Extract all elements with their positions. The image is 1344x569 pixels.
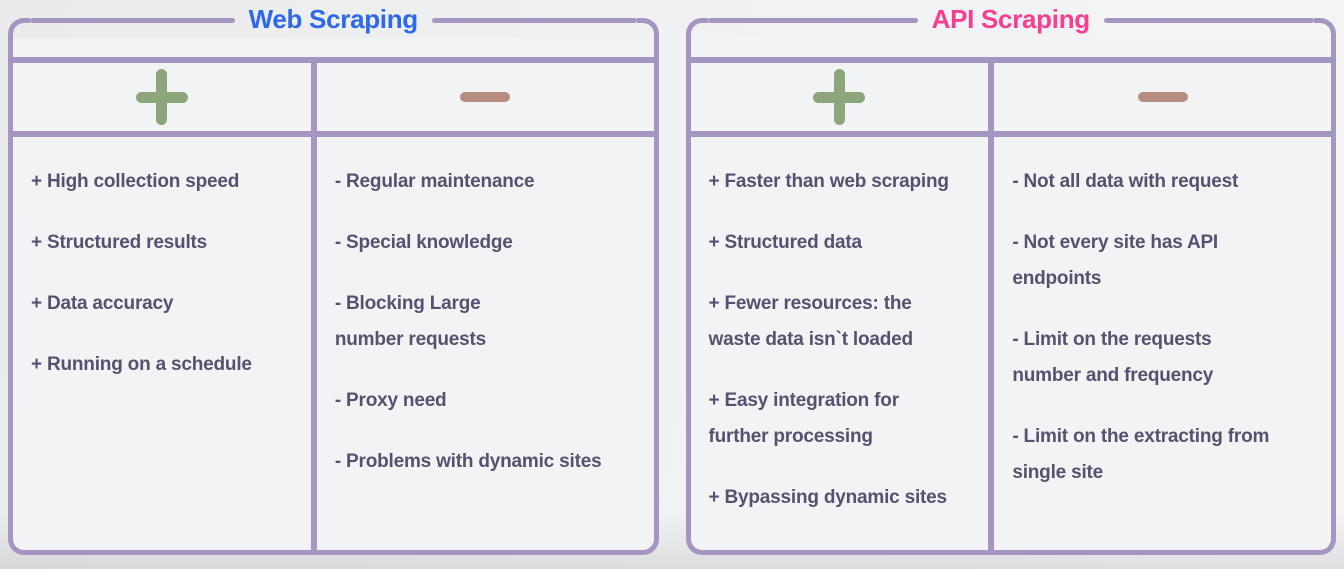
list-item: + Structured data bbox=[708, 232, 863, 253]
pros-header-cell bbox=[13, 63, 311, 137]
border-corner bbox=[8, 18, 30, 38]
border-line bbox=[30, 18, 235, 23]
list-item: - Problems with dynamic sites bbox=[334, 451, 602, 472]
minus-icon bbox=[460, 92, 511, 102]
web-scraping-pros-list: + High collection speed + Structured resu… bbox=[13, 137, 311, 550]
list-item: + Faster than web scraping bbox=[708, 171, 949, 192]
border-line bbox=[1103, 18, 1314, 23]
list-item: + Bypassing dynamic sites bbox=[708, 487, 948, 508]
border-corner bbox=[1314, 18, 1336, 38]
border-line bbox=[431, 18, 637, 23]
plus-icon bbox=[813, 69, 866, 125]
api-scraping-table: + Faster than web scraping + Structured d… bbox=[685, 38, 1336, 555]
api-scraping-panel: API Scraping + Faster than web scraping+… bbox=[685, 4, 1336, 555]
web-scraping-cons-list: - Regular maintenance - Special knowledge… bbox=[310, 137, 654, 550]
list-item: + Data accuracy bbox=[31, 293, 174, 314]
border-corner bbox=[636, 18, 659, 38]
list-item: + Running on a schedule bbox=[31, 354, 252, 375]
minus-icon bbox=[1137, 92, 1188, 102]
border-line bbox=[707, 18, 918, 23]
list-item: + Fewer resources: the waste data isn`t … bbox=[708, 293, 914, 350]
list-item: - Limit on the extracting from single si… bbox=[1012, 426, 1270, 483]
list-item: - Limit on the requests number and frequ… bbox=[1012, 329, 1214, 386]
web-scraping-top-edge: Web Scraping bbox=[8, 4, 659, 38]
list-item: - Special knowledge bbox=[334, 232, 513, 253]
list-item: + Easy integration for further processin… bbox=[708, 390, 900, 447]
web-scraping-panel: Web Scraping + High collection speed + St… bbox=[8, 4, 659, 555]
title-gap bbox=[691, 38, 1332, 57]
cons-header-cell bbox=[988, 63, 1331, 137]
api-scraping-top-edge: API Scraping bbox=[685, 4, 1336, 38]
plus-icon bbox=[135, 69, 188, 125]
web-scraping-table: + High collection speed + Structured resu… bbox=[8, 38, 659, 555]
list-item: - Not all data with request bbox=[1012, 171, 1239, 192]
list-item: - Not every site has API endpoints bbox=[1012, 232, 1219, 289]
pros-header-cell bbox=[690, 63, 989, 137]
api-scraping-title: API Scraping bbox=[931, 4, 1091, 34]
web-scraping-title: Web Scraping bbox=[248, 4, 419, 34]
cons-header-cell bbox=[310, 63, 654, 137]
list-item: - Blocking Large number requests bbox=[334, 293, 486, 350]
list-item: + High collection speed bbox=[31, 171, 240, 192]
api-scraping-cons-list: - Not all data with request - Not every s… bbox=[988, 137, 1331, 550]
border-corner bbox=[685, 18, 708, 38]
api-scraping-pros-list: + Faster than web scraping + Structured d… bbox=[691, 137, 989, 550]
list-item: + Structured results bbox=[31, 232, 208, 253]
list-item: - Regular maintenance bbox=[334, 171, 535, 192]
title-gap bbox=[13, 38, 654, 57]
list-item: - Proxy need bbox=[334, 390, 447, 411]
